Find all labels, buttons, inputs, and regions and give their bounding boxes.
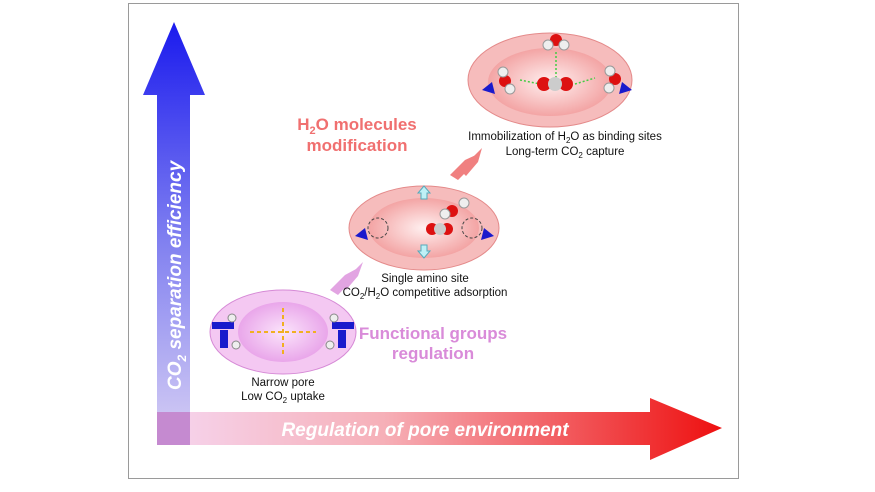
- x-axis-label: Regulation of pore environment: [281, 420, 569, 441]
- chevron-up-right-icon: [450, 148, 482, 180]
- x-axis-arrow: [157, 398, 722, 460]
- y-axis-label: CO2 separation efficiency: [165, 159, 189, 390]
- water-binding-pore-illustration: [467, 32, 633, 128]
- single-amino-pore-illustration: [348, 185, 500, 271]
- narrow-pore-illustration: [209, 289, 357, 375]
- chevron-up-right-icon: [330, 262, 363, 295]
- y-axis-arrow: [143, 22, 205, 445]
